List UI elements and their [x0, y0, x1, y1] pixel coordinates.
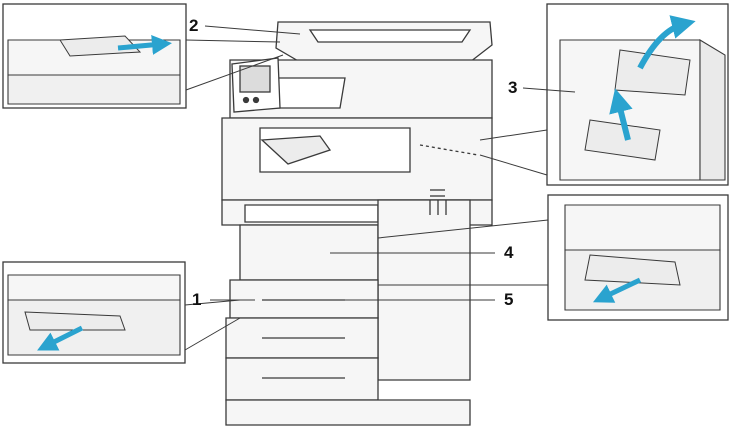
jammed-paper — [584, 254, 681, 286]
main-printer — [221, 21, 493, 426]
callout-number-2: 2 — [189, 16, 199, 35]
pull-arrow — [117, 34, 172, 55]
inset-tray — [2, 261, 186, 364]
pull-arrow — [592, 277, 642, 303]
leader-inset-bypass — [377, 219, 549, 239]
tray-4 — [225, 357, 379, 401]
pull-arrow — [609, 88, 633, 141]
feeder-tray — [308, 29, 472, 43]
jammed-paper — [584, 119, 661, 161]
bypass-door — [244, 204, 379, 223]
jammed-paper — [24, 311, 126, 331]
pull-arrow — [637, 15, 696, 70]
jammed-paper — [614, 49, 691, 96]
touch-screen — [239, 65, 271, 93]
inset-feeder — [2, 3, 187, 109]
jammed-paper — [59, 35, 142, 57]
leader-inset-tray — [184, 299, 241, 306]
side-panel — [377, 199, 471, 381]
inset-bypass — [547, 194, 729, 321]
leader-inset-tray — [184, 317, 241, 351]
callout-number-3: 3 — [508, 78, 518, 97]
inset-rear-door — [546, 3, 729, 186]
callout-number-4: 4 — [504, 243, 514, 262]
callout-number-1: 1 — [192, 290, 202, 309]
leader-inset-feeder — [185, 54, 284, 91]
leader-3 — [522, 87, 576, 93]
output-paper — [260, 135, 332, 165]
rear-door-dash — [419, 144, 479, 156]
panel-button — [242, 96, 250, 104]
base — [225, 399, 471, 426]
leader-2 — [204, 25, 301, 35]
leader-inset-feeder — [185, 39, 281, 43]
tray-2 — [229, 279, 379, 319]
pull-arrow — [37, 325, 84, 351]
callout-number-5: 5 — [504, 290, 514, 309]
panel-button — [252, 96, 260, 104]
leader-inset-rear — [479, 129, 548, 141]
output-tray-top — [269, 77, 346, 109]
leader-inset-rear — [479, 154, 548, 176]
